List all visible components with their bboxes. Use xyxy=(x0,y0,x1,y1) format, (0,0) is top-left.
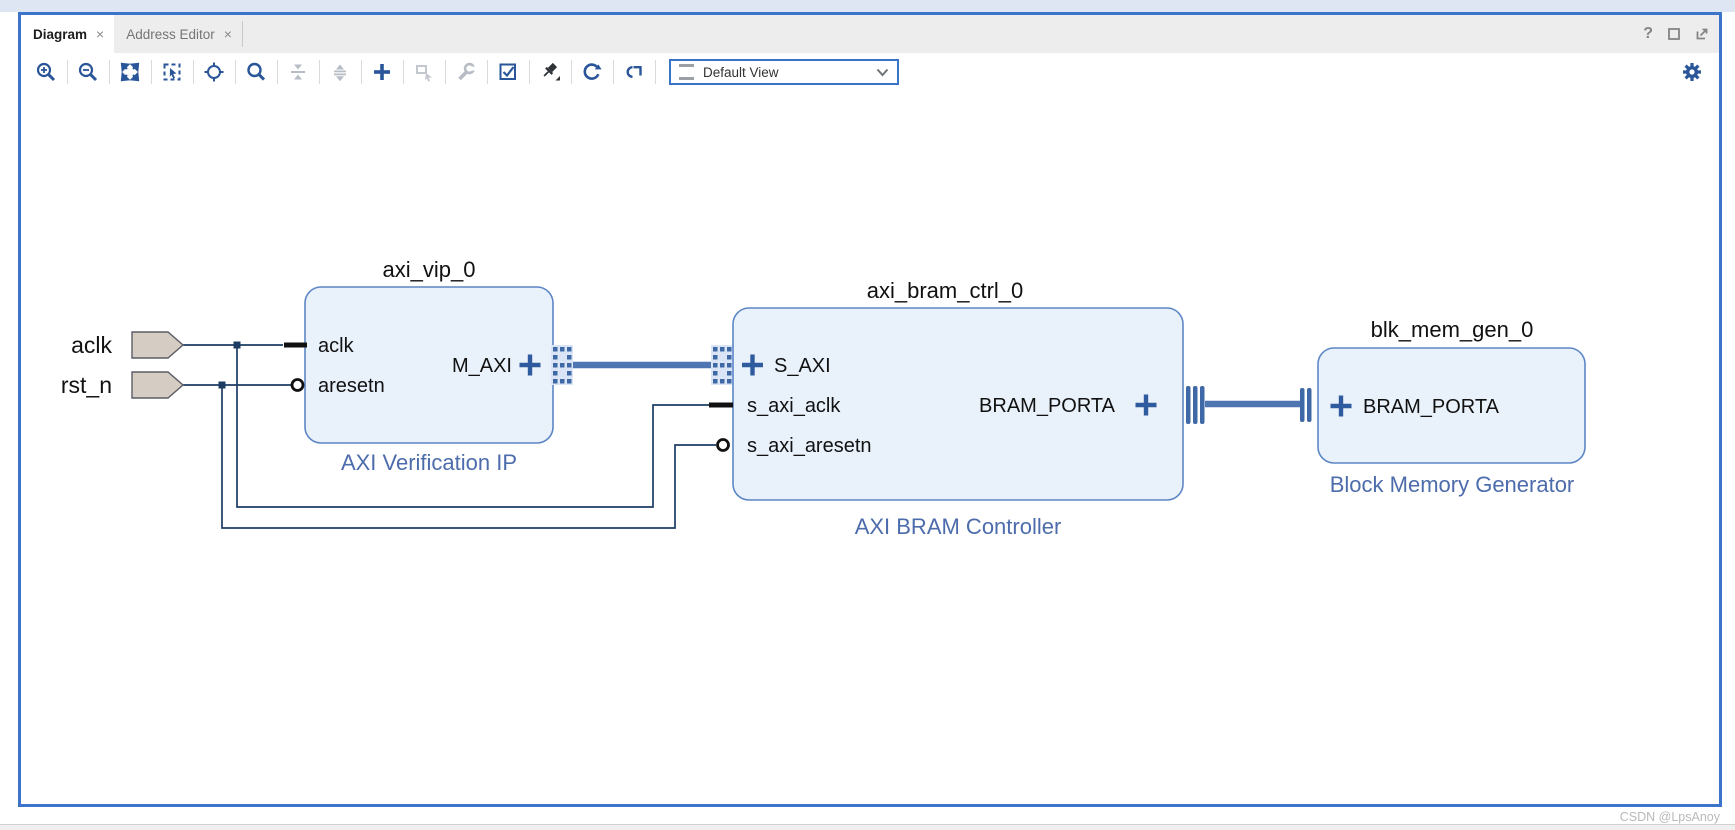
collapse-pins-button[interactable] xyxy=(281,57,315,87)
zoom-in-icon xyxy=(36,62,56,82)
diagram-canvas[interactable] xyxy=(21,91,1719,804)
tab-diagram-label: Diagram xyxy=(33,26,88,42)
wrench-icon xyxy=(458,62,477,81)
zoom-fit-button[interactable] xyxy=(113,57,147,87)
toolbar-separator xyxy=(108,60,110,84)
tab-address-editor[interactable]: Address Editor × xyxy=(114,15,242,53)
close-icon[interactable]: × xyxy=(96,26,105,42)
toolbar-separator xyxy=(192,60,194,84)
view-selector-dropdown[interactable]: Default View xyxy=(669,59,899,85)
help-icon[interactable]: ? xyxy=(1643,25,1653,42)
view-selector-value: Default View xyxy=(703,64,779,80)
view-options-icon xyxy=(679,64,694,80)
tab-bar: Diagram × Address Editor × ? xyxy=(21,15,1719,53)
customize-block-button[interactable] xyxy=(449,57,483,87)
float-window-icon[interactable] xyxy=(1695,27,1709,41)
tab-address-editor-label: Address Editor xyxy=(126,26,215,42)
window-bottom-strip xyxy=(0,824,1735,830)
add-ip-button[interactable] xyxy=(365,57,399,87)
center-view-button[interactable] xyxy=(197,57,231,87)
toolbar-separator xyxy=(402,60,404,84)
pushpin-icon xyxy=(543,62,560,81)
zoom-in-button[interactable] xyxy=(29,57,63,87)
maximize-icon[interactable] xyxy=(1667,27,1681,41)
add-ip-icon xyxy=(374,64,390,80)
expand-pins-button[interactable] xyxy=(323,57,357,87)
center-view-icon xyxy=(204,62,224,82)
optimize-routing-button[interactable] xyxy=(617,57,651,87)
window-top-strip xyxy=(0,0,1735,12)
search-icon xyxy=(247,62,266,81)
validate-design-button[interactable] xyxy=(491,57,525,87)
toolbar-separator xyxy=(66,60,68,84)
watermark: CSDN @LpsAnoy xyxy=(1619,810,1720,824)
zoom-to-selection-icon xyxy=(163,63,181,81)
validate-design-icon xyxy=(499,63,516,80)
toolbar-separator xyxy=(612,60,614,84)
expand-pins-icon xyxy=(334,64,346,82)
settings-button[interactable] xyxy=(1679,59,1705,85)
chevron-down-icon xyxy=(876,68,889,76)
titlebar-icons: ? xyxy=(1643,15,1719,53)
search-button[interactable] xyxy=(239,57,273,87)
toolbar-separator xyxy=(318,60,320,84)
diagram-toolbar: Default View xyxy=(21,53,1719,91)
make-external-button[interactable] xyxy=(407,57,441,87)
collapse-pins-icon xyxy=(291,64,305,80)
regenerate-layout-icon xyxy=(583,63,602,80)
toolbar-separator xyxy=(150,60,152,84)
toolbar-separator xyxy=(570,60,572,84)
optimize-routing-icon xyxy=(626,65,642,78)
toolbar-separator xyxy=(486,60,488,84)
tab-diagram[interactable]: Diagram × xyxy=(21,15,115,53)
toolbar-separator xyxy=(276,60,278,84)
toolbar-separator xyxy=(360,60,362,84)
toolbar-separator xyxy=(234,60,236,84)
toolbar-separator xyxy=(654,60,656,84)
zoom-out-button[interactable] xyxy=(71,57,105,87)
make-external-icon xyxy=(416,65,432,82)
zoom-fit-icon xyxy=(120,62,140,82)
tab-separator xyxy=(241,21,243,47)
pin-toolbar-button[interactable] xyxy=(533,57,567,87)
close-icon[interactable]: × xyxy=(223,26,232,42)
zoom-to-selection-button[interactable] xyxy=(155,57,189,87)
toolbar-separator xyxy=(444,60,446,84)
zoom-out-icon xyxy=(78,62,98,82)
diagram-panel: Diagram × Address Editor × ? xyxy=(18,12,1722,807)
gear-icon xyxy=(1683,63,1701,81)
toolbar-separator xyxy=(528,60,530,84)
regenerate-layout-button[interactable] xyxy=(575,57,609,87)
